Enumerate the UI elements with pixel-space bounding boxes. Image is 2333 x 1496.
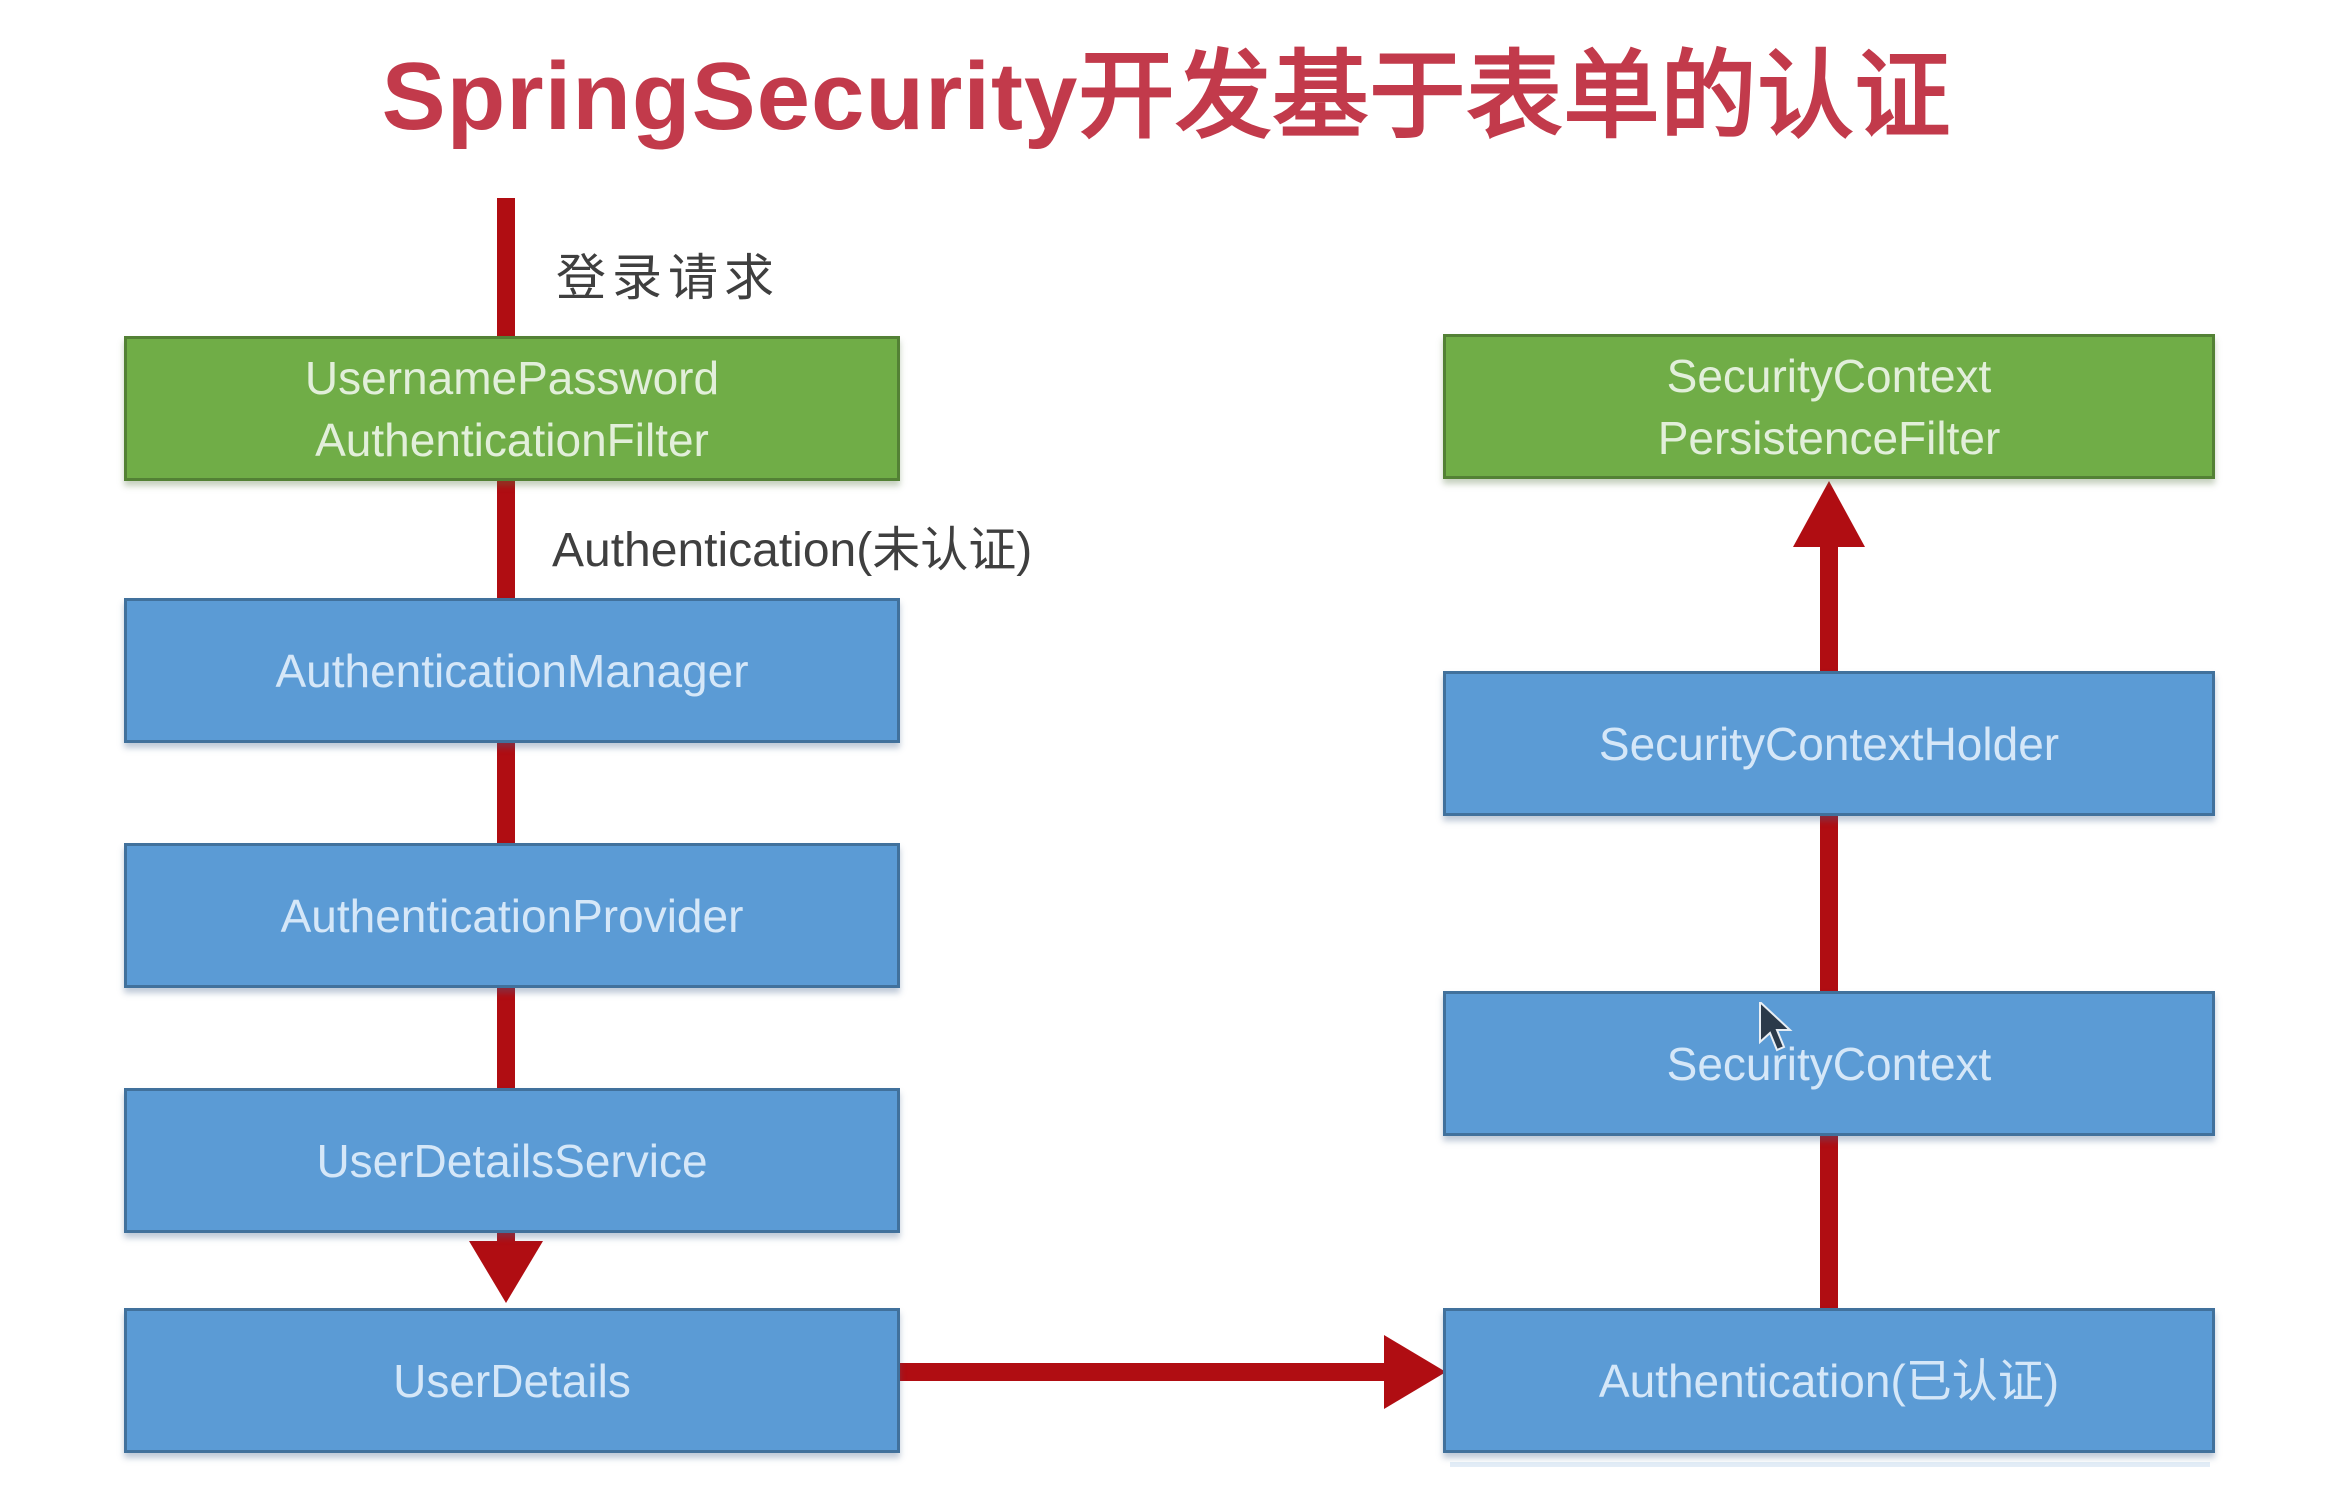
node-user-details: UserDetails <box>124 1308 900 1453</box>
bottom-flow-line <box>900 1363 1392 1381</box>
node-security-context: SecurityContext <box>1443 991 2215 1136</box>
node-authentication-authenticated: Authentication(已认证) <box>1443 1308 2215 1453</box>
arrow-down-icon <box>469 1241 543 1303</box>
node-security-context-holder: SecurityContextHolder <box>1443 671 2215 816</box>
login-request-label: 登录请求 <box>556 250 780 306</box>
node-label: UserDetails <box>393 1354 631 1407</box>
node-security-context-persistence-filter: SecurityContext PersistenceFilter <box>1443 334 2215 479</box>
node-user-details-service: UserDetailsService <box>124 1088 900 1233</box>
page-title: SpringSecurity开发基于表单的认证 <box>381 43 1952 150</box>
node-authentication-provider: AuthenticationProvider <box>124 843 900 988</box>
mouse-cursor-icon <box>1759 1002 1793 1052</box>
arrow-up-icon <box>1793 481 1865 547</box>
node-authentication-manager: AuthenticationManager <box>124 598 900 743</box>
node-label-line2: PersistenceFilter <box>1657 411 2001 464</box>
node-username-password-authentication-filter: UsernamePassword AuthenticationFilter <box>124 336 900 481</box>
node-label-line2: AuthenticationFilter <box>315 413 709 466</box>
node-label: SecurityContext <box>1666 1037 1992 1090</box>
node-label: SecurityContextHolder <box>1598 717 2060 770</box>
node-label: AuthenticationManager <box>275 644 749 697</box>
node-label: Authentication(已认证) <box>1598 1354 2060 1407</box>
node-label: AuthenticationProvider <box>280 889 744 942</box>
reflection-line <box>1450 1462 2210 1467</box>
right-flow-line <box>1820 545 1838 1310</box>
node-label: UserDetailsService <box>316 1134 708 1187</box>
authentication-unauthenticated-label: Authentication(未认证) <box>552 524 1033 577</box>
node-label-line1: SecurityContext <box>1666 349 1992 402</box>
arrow-right-icon <box>1384 1335 1446 1409</box>
node-label-line1: UsernamePassword <box>304 351 720 404</box>
